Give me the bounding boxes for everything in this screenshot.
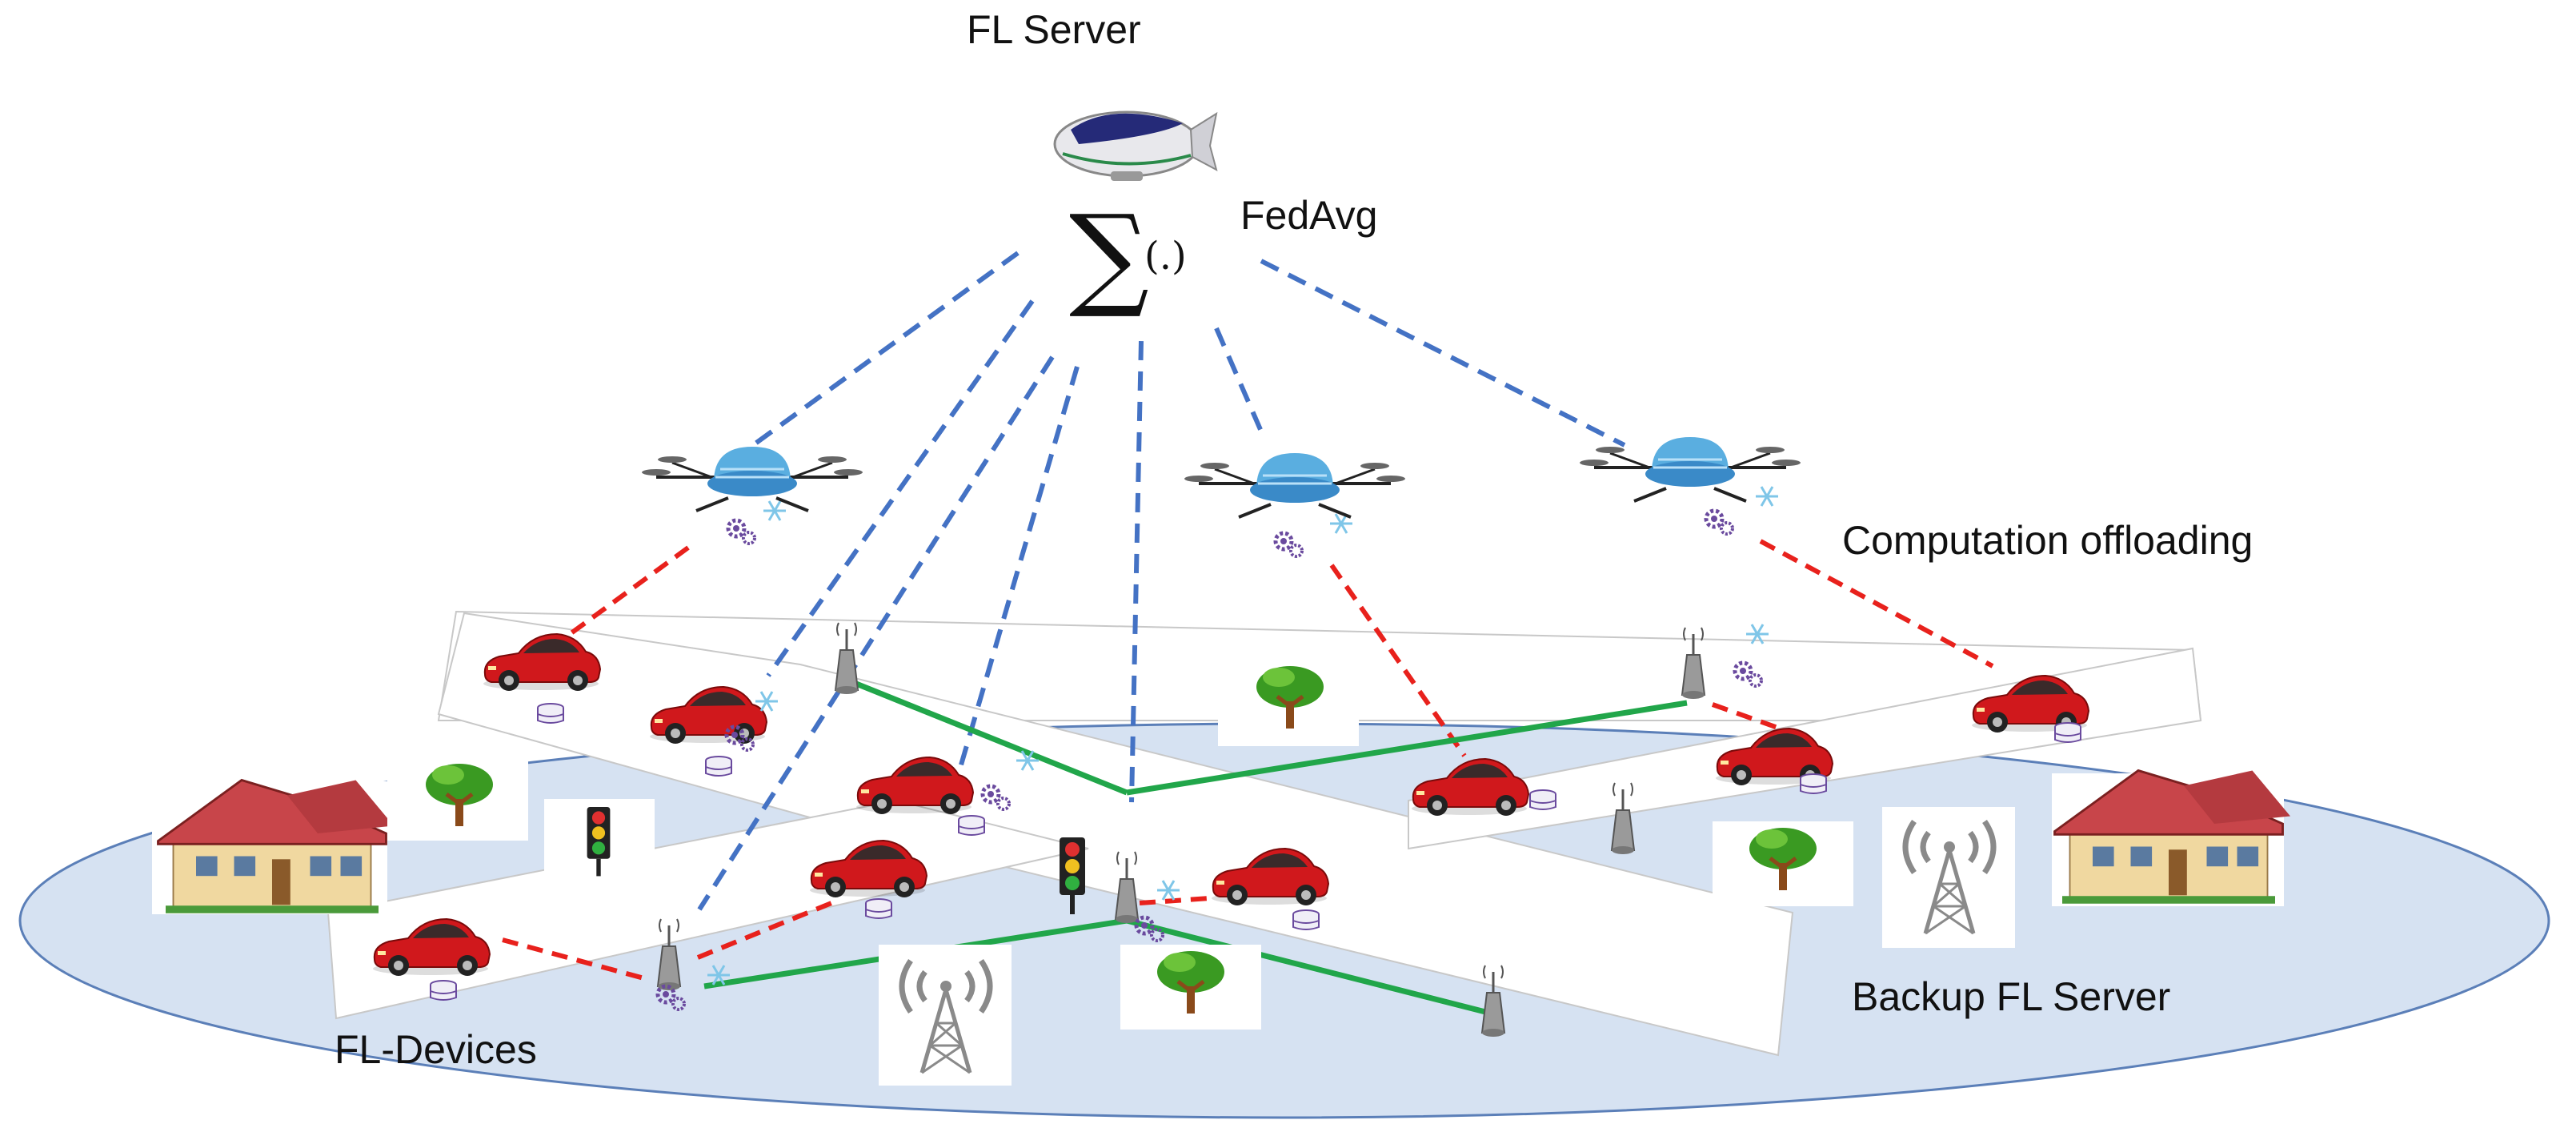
database-icon	[430, 980, 457, 1001]
uplink-lines	[697, 251, 1626, 911]
gear-icon	[728, 520, 755, 544]
airship-icon	[1053, 110, 1218, 181]
backhaul-lines	[703, 677, 1688, 1017]
drone-icon	[1183, 452, 1407, 519]
sum-argument: (.)	[1144, 234, 1187, 279]
database-icon	[1292, 909, 1320, 930]
computation-offloading-label: Computation offloading	[1842, 518, 2253, 563]
database-icon	[865, 898, 892, 919]
database-icon	[958, 815, 985, 836]
fedavg-label: FedAvg	[1240, 193, 1378, 238]
database-icon	[2054, 722, 2081, 743]
database-icon	[537, 703, 564, 724]
database-icon	[705, 756, 732, 777]
tree-icon	[387, 756, 528, 841]
drone-icon	[1578, 436, 1802, 503]
gear-icon	[1276, 533, 1302, 556]
snowflake-icon	[762, 500, 787, 522]
radio-tower-icon	[879, 945, 1012, 1086]
fl-devices-label: FL-Devices	[335, 1027, 537, 1072]
sum-symbol: ∑	[1069, 191, 1149, 322]
database-icon	[1529, 789, 1556, 810]
house-icon	[152, 781, 394, 914]
database-icon	[1800, 773, 1827, 794]
tree-icon	[1218, 661, 1359, 746]
gear-icon	[1706, 511, 1733, 534]
snowflake-icon	[1754, 485, 1780, 508]
backup-fl-server-label: Backup FL Server	[1852, 974, 2171, 1019]
tree-icon	[1120, 945, 1261, 1030]
drone-icon	[640, 445, 864, 512]
fl-server-label: FL Server	[967, 7, 1141, 52]
radio-tower-icon	[1882, 807, 2015, 948]
house-icon	[2052, 771, 2290, 906]
tree-icon	[1713, 821, 1853, 906]
traffic-light-icon	[544, 799, 655, 882]
